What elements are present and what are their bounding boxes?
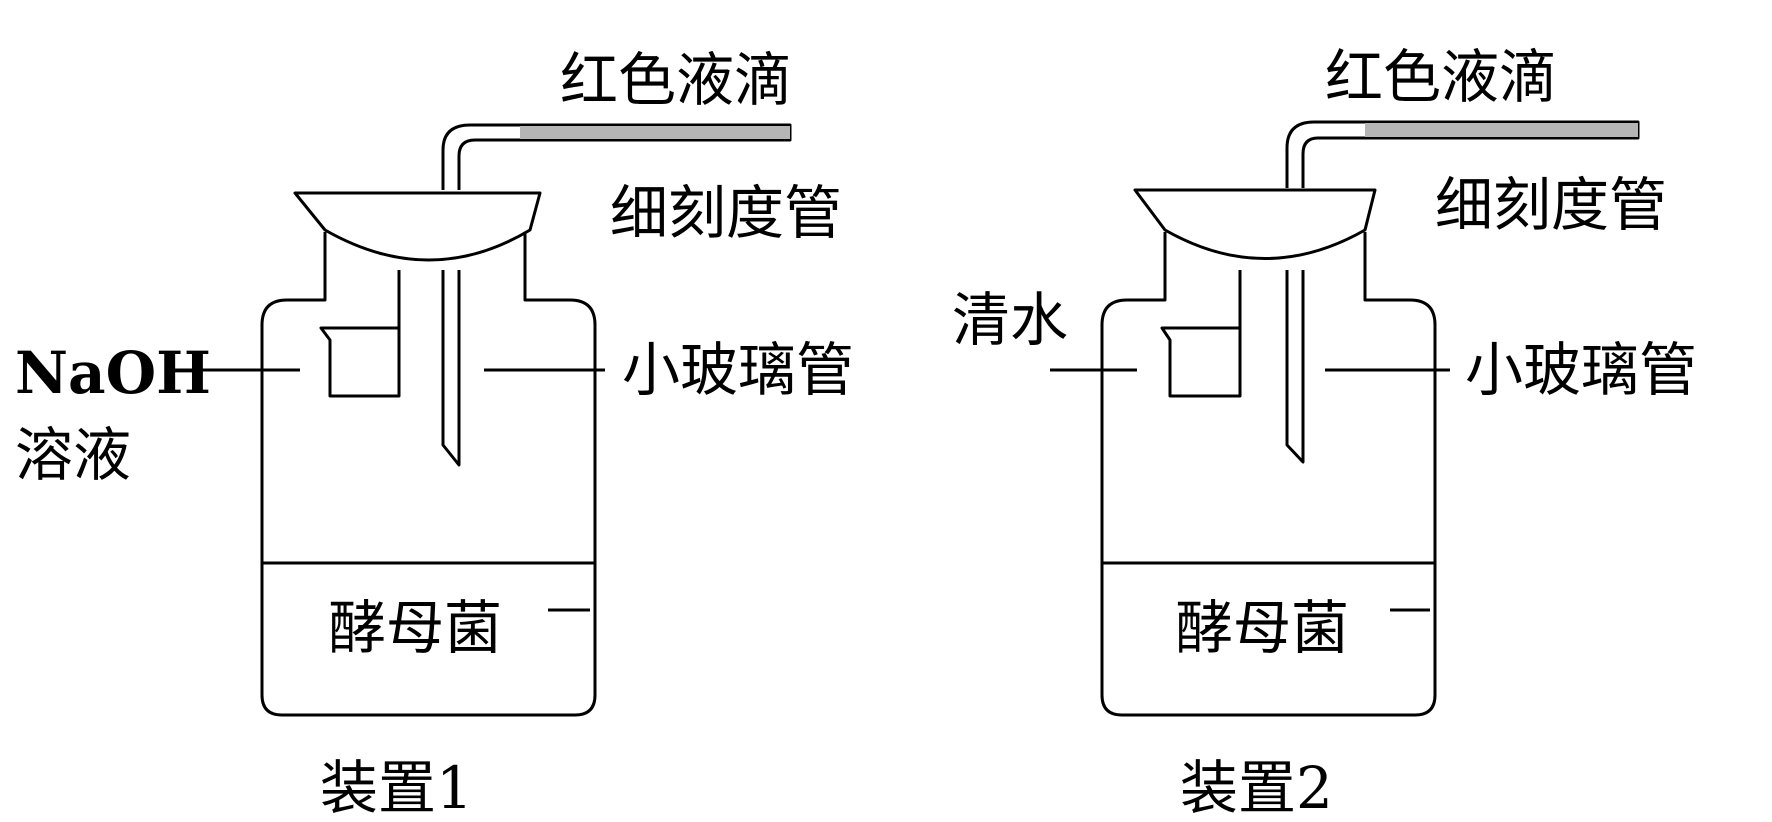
device-2-small-tube-label: 小玻璃管: [1465, 336, 1697, 404]
device-1: [200, 123, 792, 717]
device-2-small-beaker: [1160, 270, 1242, 398]
device-2-caption: 装置2: [1180, 754, 1333, 822]
device-1-solution-label-line2: 溶液: [15, 421, 131, 489]
device-1-yeast-label: 酵母菌: [328, 594, 502, 662]
device-2-red-droplet: [1365, 123, 1638, 137]
device-2-droplet-label: 红色液滴: [1325, 43, 1557, 111]
device-1-stopper: [293, 191, 542, 262]
device-1-droplet-label: 红色液滴: [560, 46, 792, 114]
device-1-small-glass-tube: [441, 270, 461, 467]
device-2-solution-label: 清水: [952, 286, 1068, 354]
device-1-caption: 装置1: [320, 754, 473, 822]
device-2-stopper: [1133, 188, 1377, 260]
device-1-red-droplet: [520, 126, 790, 139]
device-2: [1050, 120, 1640, 717]
device-2-tube-label: 细刻度管: [1435, 171, 1667, 239]
device-1-small-beaker: [319, 270, 401, 398]
device-2-bottle: [1100, 232, 1437, 717]
device-2-small-glass-tube: [1285, 270, 1305, 464]
device-2-yeast-label: 酵母菌: [1175, 594, 1349, 662]
device-1-bottle: [260, 232, 597, 717]
device-1-tube-label: 细刻度管: [610, 179, 842, 247]
device-1-small-tube-label: 小玻璃管: [622, 336, 854, 404]
device-1-solution-label-line1: NaOH: [15, 339, 211, 407]
